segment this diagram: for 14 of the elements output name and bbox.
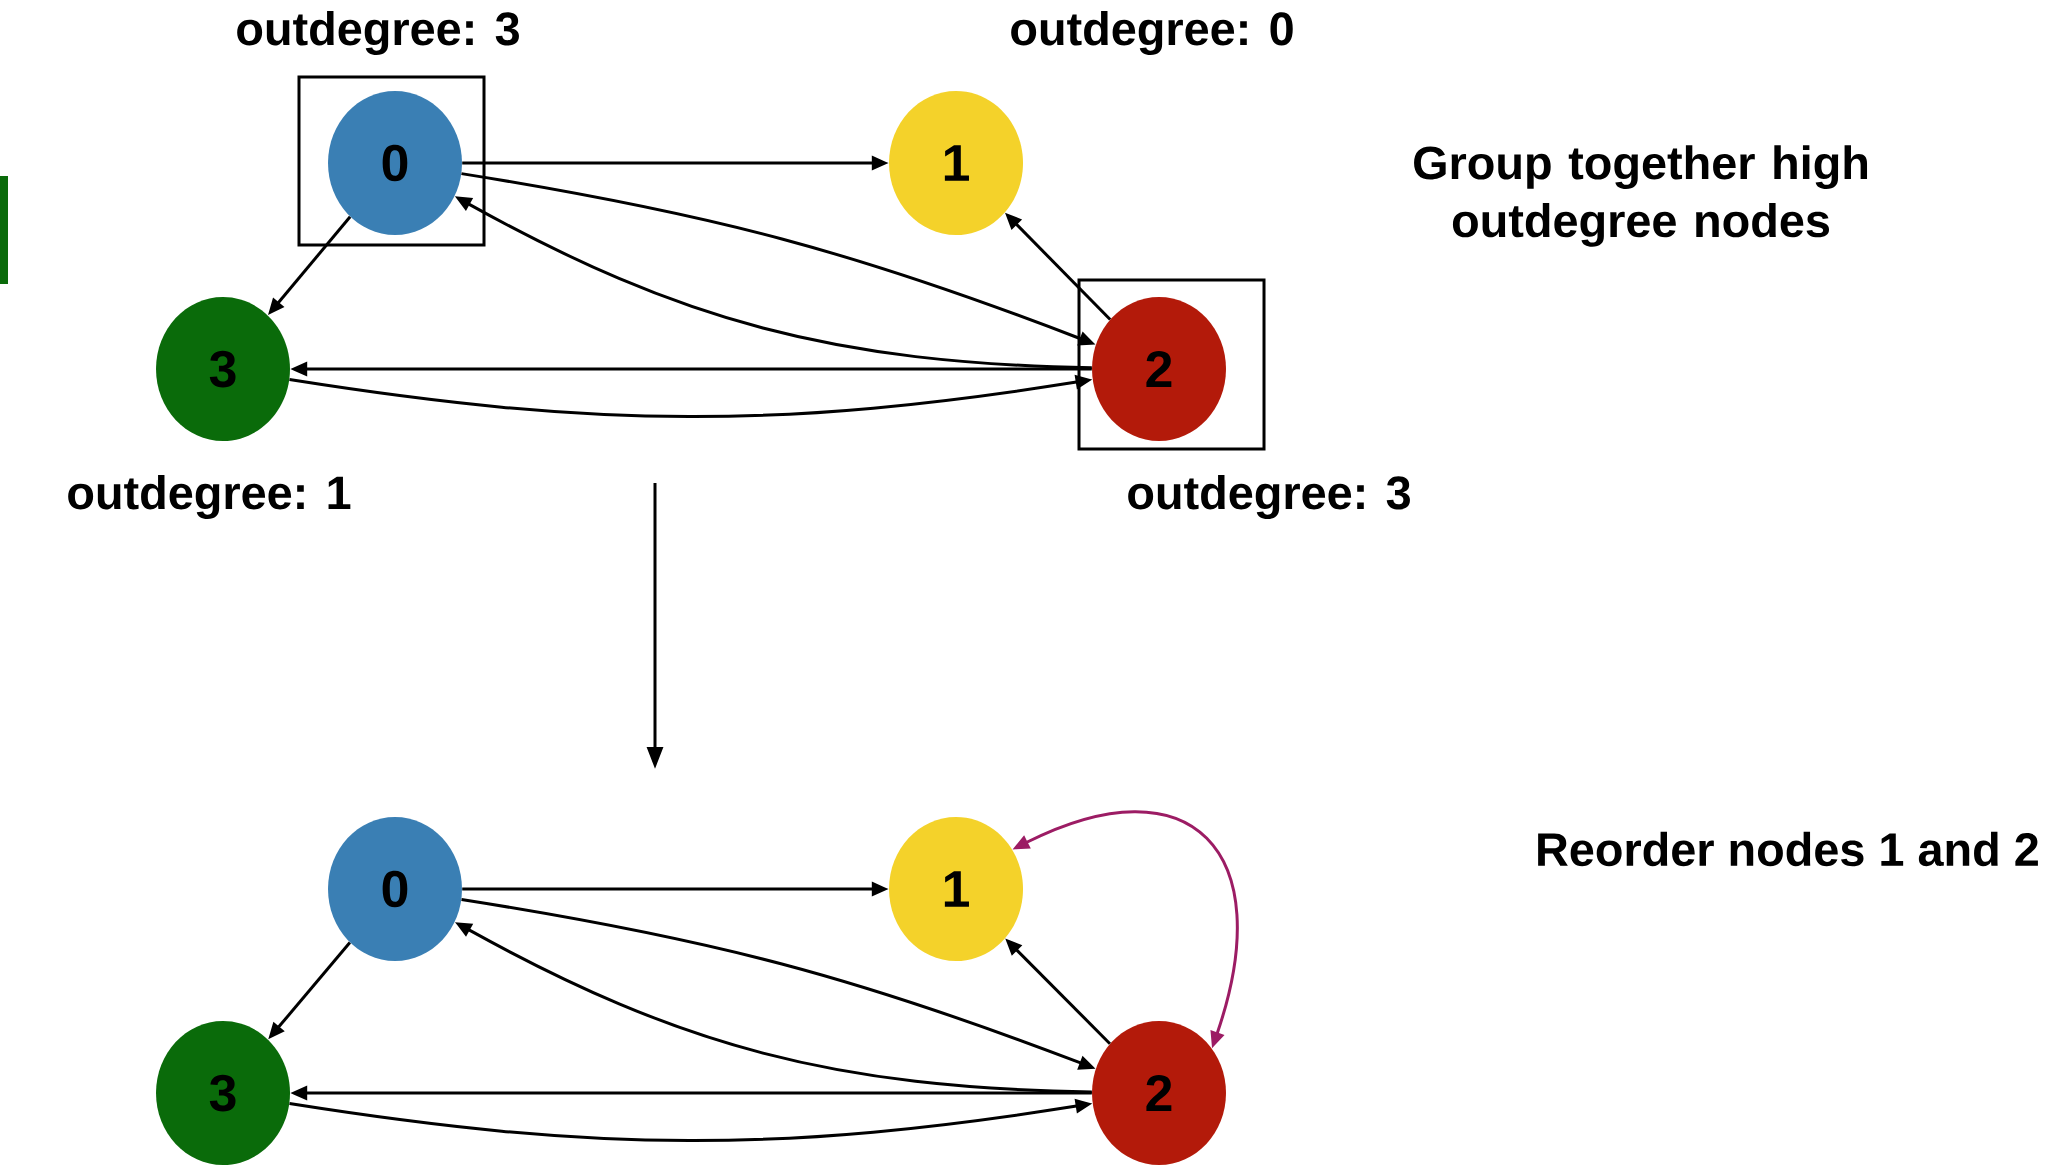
graph-node: 3 — [156, 1021, 290, 1165]
outdegree-label: outdegree: 1 — [68, 475, 351, 519]
note-text: Reorder nodes 1 and 2 — [1538, 831, 2038, 867]
outdegree-label: outdegree: 0 — [1011, 11, 1293, 55]
graph-node: 1 — [889, 91, 1023, 235]
outdegree-label: outdegree: 3 — [237, 11, 519, 55]
outdegree-label: outdegree: 3 — [1128, 475, 1410, 519]
graph-node: 1 — [889, 817, 1023, 961]
graph-node: 2 — [1092, 297, 1226, 441]
graph-node: 2 — [1092, 1021, 1226, 1165]
graph-node: 0 — [328, 817, 462, 961]
graph-node: 0 — [328, 91, 462, 235]
note-text: Group together high outdegree nodes — [1414, 145, 1867, 247]
graph-node: 3 — [156, 297, 290, 441]
